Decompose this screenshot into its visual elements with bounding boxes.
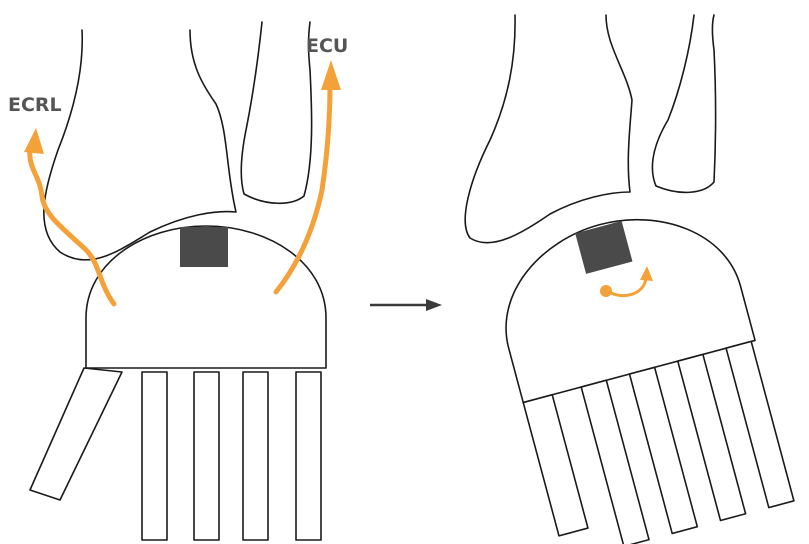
left-finger-2 <box>194 372 219 540</box>
ecrl-arrowhead <box>24 128 44 154</box>
left-finger-3 <box>243 372 268 540</box>
left-ulna-outline <box>241 22 311 203</box>
left-finger-4 <box>296 372 321 540</box>
ecu-label: ECU <box>306 35 348 57</box>
left-figure: ECRL ECU <box>8 22 348 540</box>
right-thumb <box>523 395 588 536</box>
left-thumb <box>30 368 122 500</box>
ecu-arrowhead <box>321 60 341 90</box>
left-finger-1 <box>142 372 167 540</box>
ecrl-label: ECRL <box>8 94 62 116</box>
right-ulna-outline <box>652 15 715 192</box>
right-figure <box>465 15 798 544</box>
right-radius-outline <box>465 15 632 243</box>
ecrl-tendon <box>30 150 114 304</box>
left-carpus-block <box>180 227 228 267</box>
arrow-right-icon <box>370 299 442 311</box>
